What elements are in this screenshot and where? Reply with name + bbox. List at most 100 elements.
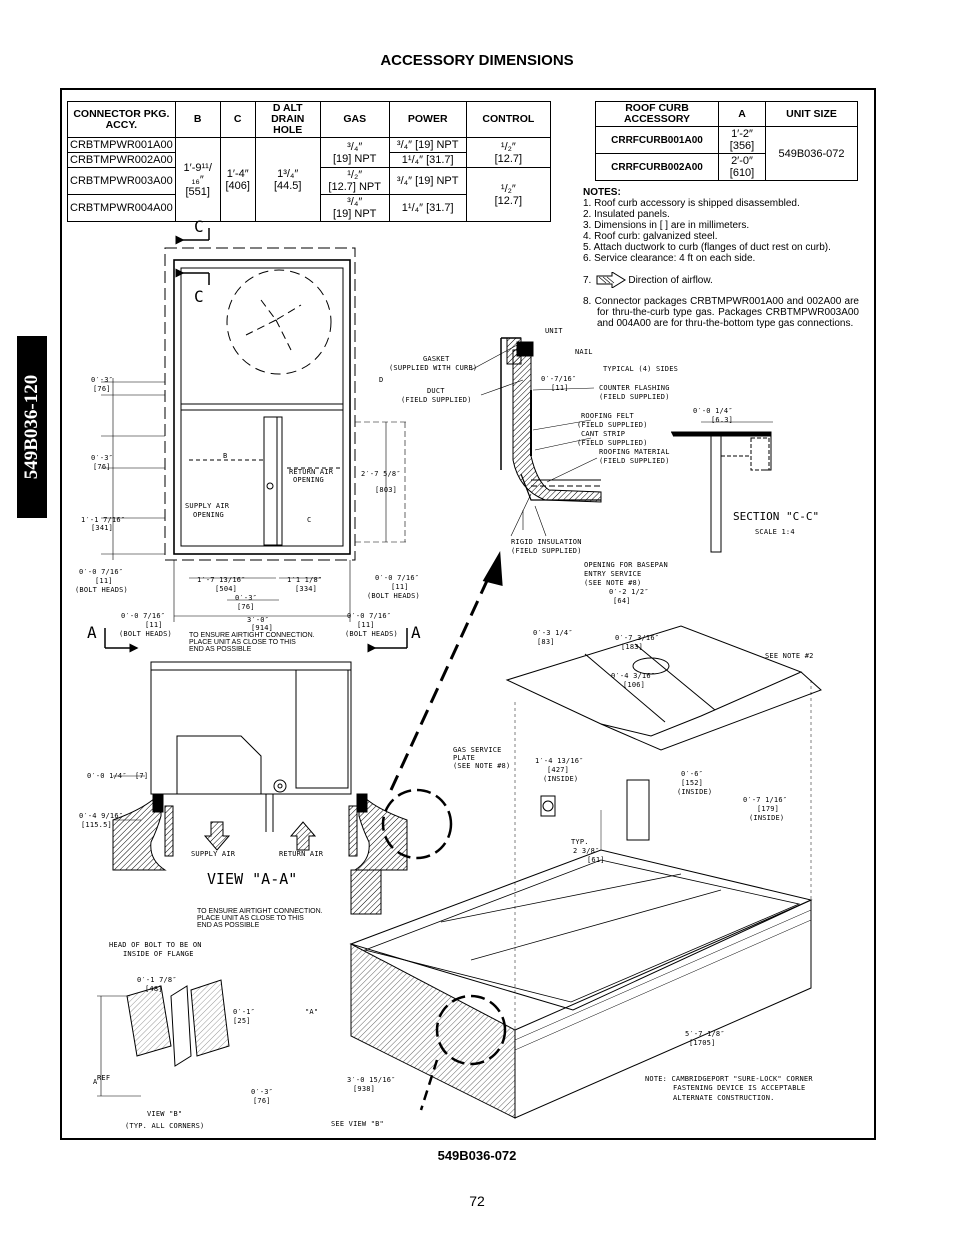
dim-text: 1′-4 13/16″ bbox=[535, 757, 584, 765]
connector-table: CONNECTOR PKG. ACCY. B C D ALT DRAIN HOL… bbox=[67, 101, 552, 222]
dim-text: 3′-0 15/16″ bbox=[347, 1076, 396, 1084]
side-tab-label: 549B036-120 bbox=[21, 374, 42, 480]
cambridge-note: FASTENING DEVICE IS ACCEPTABLE bbox=[673, 1084, 805, 1092]
bottom-dimensions bbox=[173, 560, 351, 622]
unit-label: UNIT bbox=[545, 327, 563, 335]
a-ref-label: REF bbox=[97, 1074, 110, 1082]
table-row: CRBTMPWR003A00 ¹/₂″[12.7] NPT ³/₄″ [19] … bbox=[67, 167, 552, 222]
note-item: 1. Roof curb accessory is shipped disass… bbox=[583, 198, 800, 209]
drawing-labels: C C A A D B C RETURN AIR OPENING SUPPLY … bbox=[75, 217, 819, 1130]
dim-text: (BOLT HEADS) bbox=[75, 586, 128, 594]
dim-text: 0′-3 1/4″ bbox=[533, 629, 573, 637]
dim-text: [914] bbox=[251, 624, 273, 632]
section-c-label: C bbox=[194, 217, 204, 236]
cambridge-note: ALTERNATE CONSTRUCTION. bbox=[673, 1094, 775, 1102]
dim-text: [115.5] bbox=[81, 821, 112, 829]
dim-text: 0′-4 3/16″ bbox=[611, 672, 655, 680]
airtight-note: END AS POSSIBLE bbox=[189, 646, 252, 653]
dim-text: 0′-0 7/16″ bbox=[79, 568, 123, 576]
dim-text: [6.3] bbox=[711, 416, 733, 424]
table-header: GAS bbox=[319, 101, 390, 138]
table-header: CONNECTOR PKG. ACCY. bbox=[67, 101, 176, 138]
roofing-material-label: ROOFING MATERIAL bbox=[599, 448, 670, 456]
model-cell: CRBTMPWR004A00 bbox=[67, 194, 176, 222]
top-view bbox=[164, 247, 356, 561]
return-air-opening-label: OPENING bbox=[293, 476, 324, 484]
basepan-label: ENTRY SERVICE bbox=[584, 570, 641, 578]
model-cell: CRBTMPWR001A00 bbox=[67, 137, 176, 153]
dim-text: 0′-3″ bbox=[91, 454, 113, 462]
view-b-title: VIEW "B" bbox=[147, 1110, 182, 1118]
model-cell: CRRFCURB001A00 bbox=[595, 126, 719, 154]
dim-text: 2 3/8″ bbox=[573, 847, 600, 855]
a-dimension-label: "A" bbox=[305, 1008, 318, 1016]
airflow-arrow-icon bbox=[596, 272, 627, 288]
d-cell: 1³/₄″[44.5] bbox=[254, 137, 321, 222]
basepan-plate bbox=[505, 625, 822, 751]
power-cell: 1¹/₄″ [31.7] bbox=[388, 152, 467, 168]
counter-flashing-label: COUNTER FLASHING bbox=[599, 384, 670, 392]
page-number: 72 bbox=[469, 1193, 485, 1209]
model-cell: CRRFCURB002A00 bbox=[595, 153, 719, 181]
b-mark: B bbox=[223, 452, 227, 460]
table-header-row: CONNECTOR PKG. ACCY. B C D ALT DRAIN HOL… bbox=[67, 101, 552, 138]
see-view-b-label: SEE VIEW "B" bbox=[331, 1120, 384, 1128]
dim-text: 0′-0 7/16″ bbox=[121, 612, 165, 620]
dim-text: (BOLT HEADS) bbox=[367, 592, 420, 600]
gas-plate-label: PLATE bbox=[453, 754, 475, 762]
c-cell: 1′-4″[406] bbox=[219, 137, 256, 222]
nail-label: NAIL bbox=[575, 348, 593, 356]
page-title: ACCESSORY DIMENSIONS bbox=[380, 52, 574, 69]
cambridge-note: NOTE: CAMBRIDGEPORT "SURE-LOCK" CORNER bbox=[645, 1075, 813, 1083]
gasket-label: (SUPPLIED WITH CURB) bbox=[389, 364, 477, 372]
left-dimensions bbox=[101, 378, 165, 560]
model-cell: CRBTMPWR003A00 bbox=[67, 167, 176, 195]
dim-text: [76] bbox=[237, 603, 255, 611]
roof-curb-table: ROOF CURB ACCESSORY A UNIT SIZE CRRFCURB… bbox=[595, 101, 858, 181]
dim-text: [76] bbox=[253, 1097, 271, 1105]
dim-text: 0′-7 3/16″ bbox=[615, 634, 659, 642]
dim-text: [1705] bbox=[689, 1039, 716, 1047]
dim-text: [179] bbox=[757, 805, 779, 813]
duct-label: (FIELD SUPPLIED) bbox=[401, 396, 472, 404]
section-a-label: A bbox=[87, 623, 97, 642]
dim-text: 0′-7 1/16″ bbox=[743, 796, 787, 804]
dim-text: [7] bbox=[135, 772, 148, 780]
a-cell: 2′-0″[610] bbox=[718, 153, 766, 181]
table-row: CRRFCURB001A00 1′-2″[356] 549B036-072 bbox=[595, 126, 858, 181]
view-b-subtitle: (TYP. ALL CORNERS) bbox=[125, 1122, 204, 1130]
power-cell: ³/₄″ [19] NPT bbox=[388, 167, 467, 195]
dim-text: 0′-2 1/2″ bbox=[609, 588, 649, 596]
dim-text: 0′-3″ bbox=[235, 594, 257, 602]
rigid-insulation-label: RIGID INSULATION bbox=[511, 538, 582, 546]
dim-text: [83] bbox=[537, 638, 555, 646]
dim-text: 0′-3″ bbox=[251, 1088, 273, 1096]
gas-plate-label: (SEE NOTE #8) bbox=[453, 762, 510, 770]
supply-air-label: SUPPLY AIR bbox=[191, 850, 236, 858]
section-c-label: C bbox=[194, 287, 204, 306]
drawing-frame bbox=[60, 88, 876, 1140]
section-c-marks bbox=[175, 228, 210, 285]
dim-text: [341] bbox=[91, 524, 113, 532]
view-aa-title: VIEW "A-A" bbox=[207, 870, 297, 888]
dim-text: [61] bbox=[587, 856, 605, 864]
basepan-label: OPENING FOR BASEPAN bbox=[584, 561, 668, 569]
dim-text: 5′-7 1/8″ bbox=[685, 1030, 725, 1038]
see-note-label: SEE NOTE #2 bbox=[765, 652, 814, 660]
note-item: 5. Attach ductwork to curb (flanges of d… bbox=[583, 242, 831, 253]
table-header: B bbox=[174, 101, 221, 138]
dim-text: 0′-7/16″ bbox=[541, 375, 576, 383]
dim-text: [106] bbox=[623, 681, 645, 689]
typical-sides-label: TYPICAL (4) SIDES bbox=[603, 365, 678, 373]
section-cc-title: SECTION "C-C" bbox=[733, 510, 819, 523]
roofing-material-label: (FIELD SUPPLIED) bbox=[599, 457, 670, 465]
dim-text: 0′-0 1/4″ bbox=[87, 772, 127, 780]
dim-text: [11] bbox=[551, 384, 569, 392]
dim-text: 0′-1 7/8″ bbox=[137, 976, 177, 984]
note-item: 3. Dimensions in [ ] are in millimeters. bbox=[583, 220, 750, 231]
right-dimension bbox=[355, 421, 406, 543]
dim-text: (BOLT HEADS) bbox=[119, 630, 172, 638]
gas-cell: ³/₄″[19] NPT bbox=[319, 194, 390, 222]
dim-text: [803] bbox=[375, 486, 397, 494]
dim-text: [64] bbox=[613, 597, 631, 605]
